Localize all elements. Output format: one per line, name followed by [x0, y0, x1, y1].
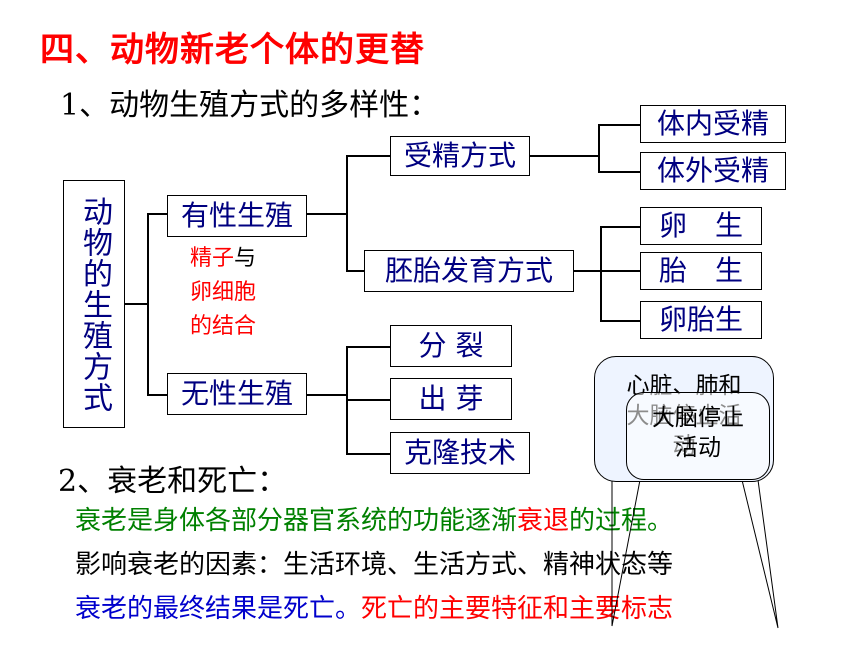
note-union: 的结合	[190, 314, 257, 339]
internal-fertilization-label: 体内受精	[656, 107, 769, 140]
box-ovoviviparous: 卵胎生	[640, 301, 762, 339]
box-cloning: 克隆技术	[390, 432, 530, 474]
root-label: 动物的生殖方式	[77, 195, 113, 413]
box-viviparous: 胎 生	[640, 252, 762, 290]
budding-label: 出 芽	[418, 382, 484, 415]
box-external-fertilization: 体外受精	[640, 152, 786, 190]
callout-front-text: 大脑停止活动	[652, 405, 744, 461]
box-fission: 分 裂	[390, 325, 512, 367]
section-heading-aging-death: 2、衰老和死亡：	[58, 464, 288, 499]
box-fertilization-method: 受精方式	[390, 136, 530, 176]
fission-label: 分 裂	[418, 329, 484, 362]
box-budding: 出 芽	[390, 378, 512, 420]
note-sperm: 精子	[190, 246, 235, 271]
viviparous-label: 胎 生	[658, 254, 743, 287]
aging-definition-c: 的过程。	[569, 506, 674, 536]
box-internal-fertilization: 体内受精	[640, 105, 786, 143]
death-markers-text: 死亡的主要特征和主要标志	[361, 594, 674, 624]
ovoviviparous-label: 卵胎生	[658, 303, 743, 336]
aging-definition-line: 衰老是身体各部分器官系统的功能逐渐衰退的过程。	[75, 500, 673, 537]
box-oviparous: 卵 生	[640, 207, 762, 245]
callout-front: 大脑停止活动	[626, 392, 770, 480]
aging-definition-highlight: 衰退	[517, 506, 570, 536]
box-asexual-reproduction: 无性生殖	[167, 373, 307, 415]
cloning-label: 克隆技术	[403, 436, 516, 469]
box-sexual-reproduction: 有性生殖	[167, 195, 307, 237]
sexual-reproduction-note: 精子与 卵细胞 的结合	[190, 242, 256, 344]
box-embryo-development: 胚胎发育方式	[364, 250, 574, 292]
death-result-text: 衰老的最终结果是死亡。	[75, 594, 362, 624]
oviparous-label: 卵 生	[658, 209, 743, 242]
aging-factors-line: 影响衰老的因素：生活环境、生活方式、精神状态等	[75, 550, 674, 580]
sexual-label: 有性生殖	[180, 199, 293, 232]
note-and: 与	[234, 246, 257, 271]
root-box-reproduction-methods: 动物的生殖方式	[63, 180, 125, 428]
note-egg: 卵细胞	[190, 280, 257, 305]
page-title: 四、动物新老个体的更替	[40, 30, 425, 70]
development-label: 胚胎发育方式	[384, 254, 553, 287]
fertilization-label: 受精方式	[403, 139, 516, 172]
death-line: 衰老的最终结果是死亡。死亡的主要特征和主要标志	[75, 588, 673, 625]
external-fertilization-label: 体外受精	[656, 154, 769, 187]
asexual-label: 无性生殖	[180, 377, 293, 410]
aging-definition-a: 衰老是身体各部分器官系统的功能逐渐	[75, 506, 518, 536]
section-heading-diversity: 1、动物生殖方式的多样性：	[60, 88, 440, 123]
